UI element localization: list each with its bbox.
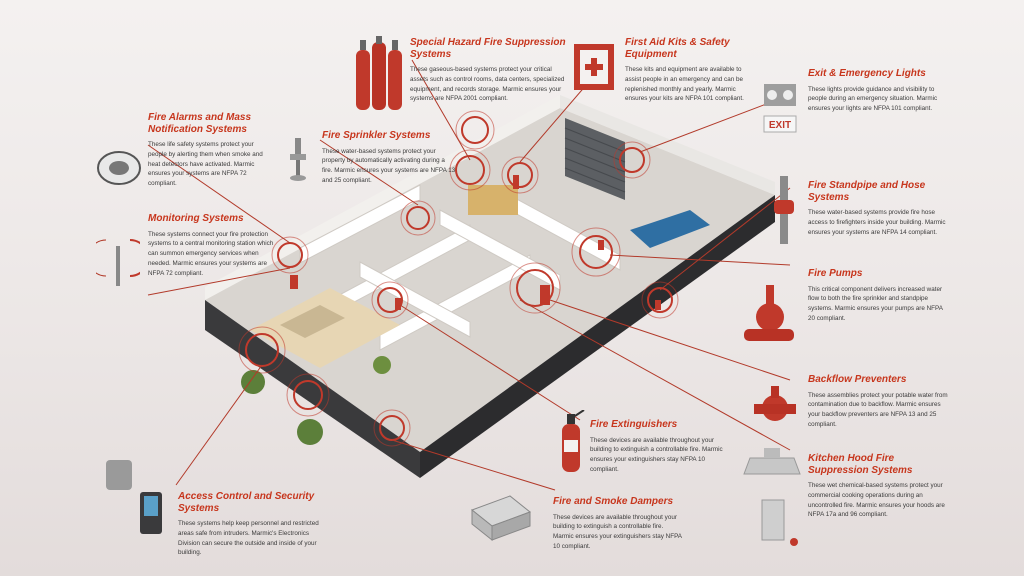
exit-sign-icon: EXIT xyxy=(763,84,797,133)
building-left-wall xyxy=(205,95,560,300)
building-back-wall xyxy=(560,95,775,195)
callout-body: These gaseous-based systems protect your… xyxy=(410,66,565,103)
callout-title: Special Hazard Fire Suppression Systems xyxy=(410,37,566,60)
callout-title: Kitchen Hood Fire Suppression Systems xyxy=(808,453,913,476)
building-front-wall xyxy=(205,300,420,478)
callout-exit-lights: Exit & Emergency Lights These lights pro… xyxy=(808,68,948,114)
damper-icon xyxy=(470,495,532,542)
callout-body: These systems connect your fire protecti… xyxy=(148,230,274,277)
callout-body: These kits and equipment are available t… xyxy=(625,66,744,103)
kitchen-hood-icon xyxy=(743,448,801,546)
garage-door xyxy=(565,118,625,200)
callout-monitoring: Monitoring Systems These systems connect… xyxy=(148,213,280,278)
callout-fire-alarms: Fire Alarms and Mass Notification System… xyxy=(148,112,273,189)
interior-partitions xyxy=(299,184,621,351)
callout-title: Access Control and Security Systems xyxy=(178,491,315,514)
red-equipment-markers xyxy=(290,175,661,310)
callout-fire-pumps: Fire Pumps This critical component deliv… xyxy=(808,268,948,324)
callout-body: These lights provide guidance and visibi… xyxy=(808,85,938,113)
antenna-signal-icon xyxy=(96,239,140,286)
callout-extinguishers: Fire Extinguishers These devices are ava… xyxy=(590,419,725,475)
callout-title: Monitoring Systems xyxy=(148,213,244,224)
callout-body: These assemblies protect your potable wa… xyxy=(808,391,948,428)
reception-desk xyxy=(280,305,345,338)
fire-pump-icon xyxy=(744,285,794,341)
callout-title: First Aid Kits & Safety Equipment xyxy=(625,37,730,60)
machinery-blue xyxy=(630,210,710,248)
callout-title: Fire Extinguishers xyxy=(590,419,678,430)
backflow-valve-icon xyxy=(754,386,796,421)
sprinkler-head-icon xyxy=(290,138,306,181)
standpipe-icon xyxy=(774,176,794,244)
callout-body: These water-based systems provide fire h… xyxy=(808,209,946,236)
callout-body: These wet chemical-based systems protect… xyxy=(808,482,945,519)
callout-body: This critical component delivers increas… xyxy=(808,285,943,322)
gas-cylinders-icon xyxy=(356,36,402,110)
callout-dampers: Fire and Smoke Dampers These devices are… xyxy=(553,496,683,552)
callout-standpipe: Fire Standpipe and Hose Systems These wa… xyxy=(808,180,948,237)
callout-access-control: Access Control and Security Systems Thes… xyxy=(178,491,323,558)
access-keypad-icon xyxy=(106,460,162,534)
callout-body: These water-based systems protect your p… xyxy=(322,147,456,184)
building-side-wall xyxy=(420,195,775,478)
plant-left xyxy=(241,370,265,394)
callout-special-hazard: Special Hazard Fire Suppression Systems … xyxy=(410,37,570,104)
callout-body: These systems help keep personnel and re… xyxy=(178,520,319,557)
plant-lobby xyxy=(373,356,391,374)
callout-sprinkler: Fire Sprinkler Systems These water-based… xyxy=(322,130,457,186)
callout-title: Fire and Smoke Dampers xyxy=(553,496,674,507)
plant-right xyxy=(297,419,323,445)
callout-title: Fire Sprinkler Systems xyxy=(322,130,431,141)
callout-body: These devices are available throughout y… xyxy=(590,436,723,473)
callout-body: These life safety systems protect your p… xyxy=(148,141,263,187)
highlight-rings xyxy=(238,110,679,447)
callout-kitchen-hood: Kitchen Hood Fire Suppression Systems Th… xyxy=(808,453,948,520)
callout-title: Fire Standpipe and Hose Systems xyxy=(808,180,926,203)
callout-first-aid: First Aid Kits & Safety Equipment These … xyxy=(625,37,755,104)
smoke-detector-icon xyxy=(97,151,141,185)
callout-body: These devices are available throughout y… xyxy=(553,513,682,550)
fire-extinguisher-icon xyxy=(562,410,585,472)
callout-backflow: Backflow Preventers These assemblies pro… xyxy=(808,374,948,430)
callout-title: Exit & Emergency Lights xyxy=(808,68,926,79)
first-aid-cabinet-icon xyxy=(574,44,614,90)
callout-title: Fire Alarms and Mass Notification System… xyxy=(148,112,252,135)
callout-title: Fire Pumps xyxy=(808,268,863,279)
callout-title: Backflow Preventers xyxy=(808,374,907,385)
svg-text:EXIT: EXIT xyxy=(769,120,791,131)
